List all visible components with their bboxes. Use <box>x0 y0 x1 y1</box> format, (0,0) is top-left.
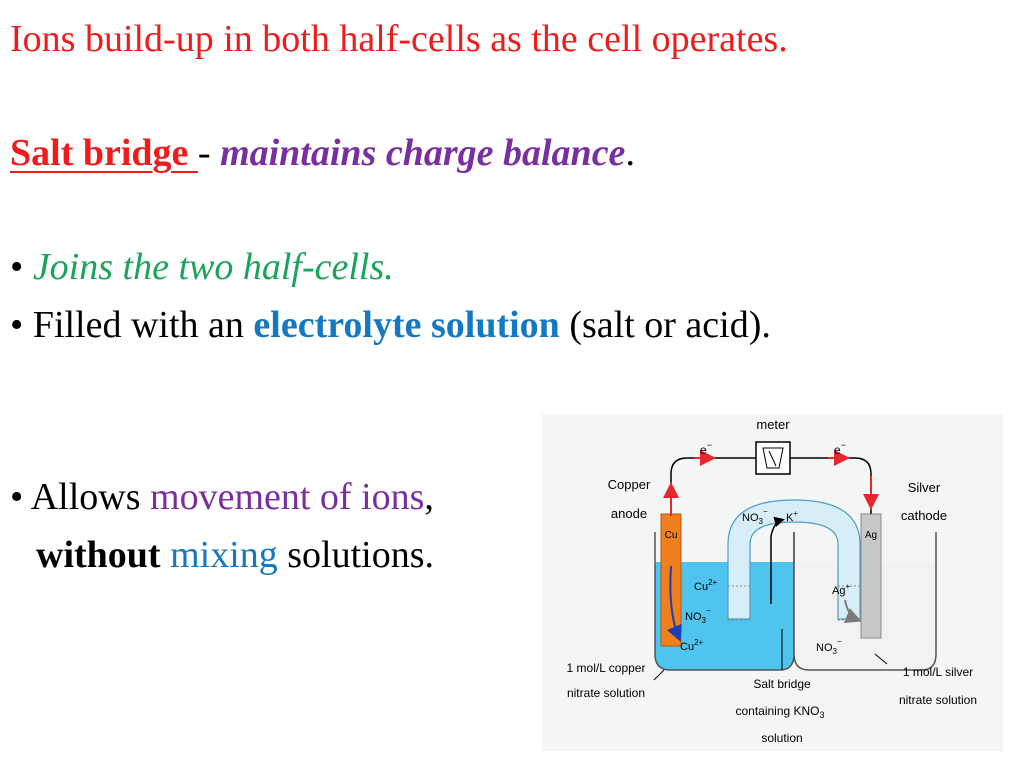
ag-electrode-label: Ag <box>865 530 877 541</box>
solutions-text: solutions. <box>287 534 435 576</box>
bullet-allows-cont: without mixing solutions. <box>36 536 434 574</box>
bullet-allows: • Allows movement of ions, <box>10 478 434 516</box>
copper-anode-label-1: Copper <box>608 477 651 492</box>
bridge-k-label: K+ <box>786 509 798 524</box>
wire-right <box>790 457 872 514</box>
electron-label-left: e− <box>700 440 712 457</box>
comma: , <box>424 476 434 518</box>
salt-bridge-definition: Salt bridge - maintains charge balance. <box>10 134 635 172</box>
right-no3-label: NO3− <box>816 637 842 656</box>
left-solution-label-2: nitrate solution <box>567 686 645 700</box>
bridge-label-1: Salt bridge <box>753 677 811 691</box>
cu-dissolve-arrow <box>666 565 682 642</box>
right-solution-leader <box>874 653 888 665</box>
bridge-ion-arrow <box>770 516 785 604</box>
left-solution-leader <box>653 669 665 681</box>
meter-needle <box>768 450 777 467</box>
left-beaker <box>654 532 795 671</box>
bridge-no3-label: NO3− <box>742 507 768 526</box>
copper-anode-label-2: anode <box>611 506 647 521</box>
cu-electrode-label: Cu <box>665 530 678 541</box>
bridge-label-3: solution <box>761 731 802 745</box>
mixing-term: mixing <box>170 534 278 576</box>
bullet-marker: • <box>10 304 24 346</box>
definition-text: maintains charge balance <box>220 132 626 174</box>
bullet-filled-post: (salt or acid). <box>569 304 771 346</box>
ag-ion-label: Ag+ <box>832 582 850 597</box>
silver-cathode-label-2: cathode <box>901 508 947 523</box>
bullet-filled-pre: Filled with an <box>32 304 244 346</box>
silver-cathode-label-1: Silver <box>908 480 941 495</box>
left-solution-label-1: 1 mol/L copper <box>567 661 646 675</box>
copper-solution <box>655 562 794 670</box>
movement-term: movement of ions <box>150 476 425 518</box>
bullet-joins-text: Joins the two half-cells. <box>32 246 394 288</box>
period: . <box>625 132 635 174</box>
meter-label: meter <box>756 417 790 432</box>
ag-deposit-arrow <box>843 599 862 623</box>
electrolyte-term: electrolyte solution <box>253 304 560 346</box>
bullet-marker: • <box>10 476 24 518</box>
electron-label-right: e− <box>834 440 846 457</box>
meter-box <box>755 441 791 475</box>
right-solution-label-1: 1 mol/L silver <box>903 665 973 679</box>
left-no3-label: NO3− <box>685 606 711 625</box>
salt-bridge-term: Salt bridge <box>10 132 198 174</box>
galvanic-cell-diagram: meter e− e− Copper anode Silver cathode … <box>542 414 1003 751</box>
bullet-joins: • Joins the two half-cells. <box>10 248 394 286</box>
meter-dial <box>762 447 784 469</box>
dash: - <box>197 132 211 174</box>
right-solution-label-2: nitrate solution <box>899 693 977 707</box>
bullet-allows-pre: Allows <box>30 476 141 518</box>
bullet-filled: • Filled with an electrolyte solution (s… <box>10 306 771 344</box>
without-term: without <box>36 534 161 576</box>
cu2-ion-bottom-label: Cu2+ <box>680 638 704 653</box>
bridge-label-2: containing KNO3 <box>735 704 824 720</box>
cu2-ion-label: Cu2+ <box>694 578 718 593</box>
bullet-marker: • <box>10 246 24 288</box>
right-beaker <box>793 532 937 671</box>
wire-left <box>670 457 756 514</box>
heading-ion-buildup: Ions build-up in both half-cells as the … <box>10 18 788 60</box>
